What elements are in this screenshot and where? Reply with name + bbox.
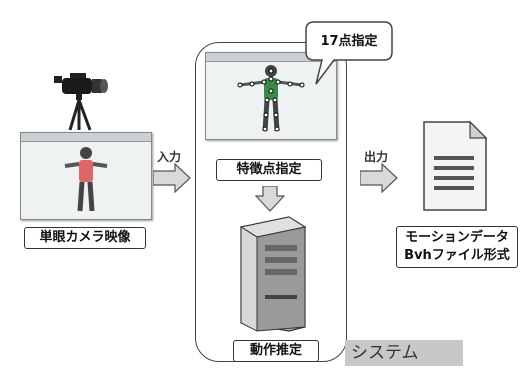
video-camera-icon bbox=[48, 70, 118, 132]
callout-bubble bbox=[300, 18, 396, 92]
system-label: システム bbox=[345, 340, 463, 366]
output-arrow-label: 出力 bbox=[364, 150, 389, 164]
input-arrow-label: 入力 bbox=[157, 150, 182, 164]
motion-data-line2: Bvhファイル形式 bbox=[404, 248, 510, 263]
arrow-right-icon bbox=[152, 162, 191, 197]
document-icon bbox=[418, 118, 492, 218]
feature-point-video-frame bbox=[205, 52, 337, 140]
feature-points-label: 特徴点指定 bbox=[216, 159, 322, 181]
callout-text: 17点指定 bbox=[320, 34, 378, 49]
arrow-right-icon bbox=[359, 162, 398, 197]
motion-estimation-label: 動作推定 bbox=[233, 340, 319, 362]
server-computer-icon bbox=[231, 213, 311, 337]
camera-input-label: 単眼カメラ映像 bbox=[24, 227, 146, 249]
motion-data-label: モーションデータ Bvhファイル形式 bbox=[396, 226, 518, 268]
arrow-down-icon bbox=[254, 185, 286, 216]
person-figure-icon bbox=[236, 63, 306, 137]
person-figure-icon bbox=[63, 145, 109, 219]
motion-data-line1: モーションデータ bbox=[405, 230, 509, 245]
camera-video-frame bbox=[20, 132, 152, 220]
